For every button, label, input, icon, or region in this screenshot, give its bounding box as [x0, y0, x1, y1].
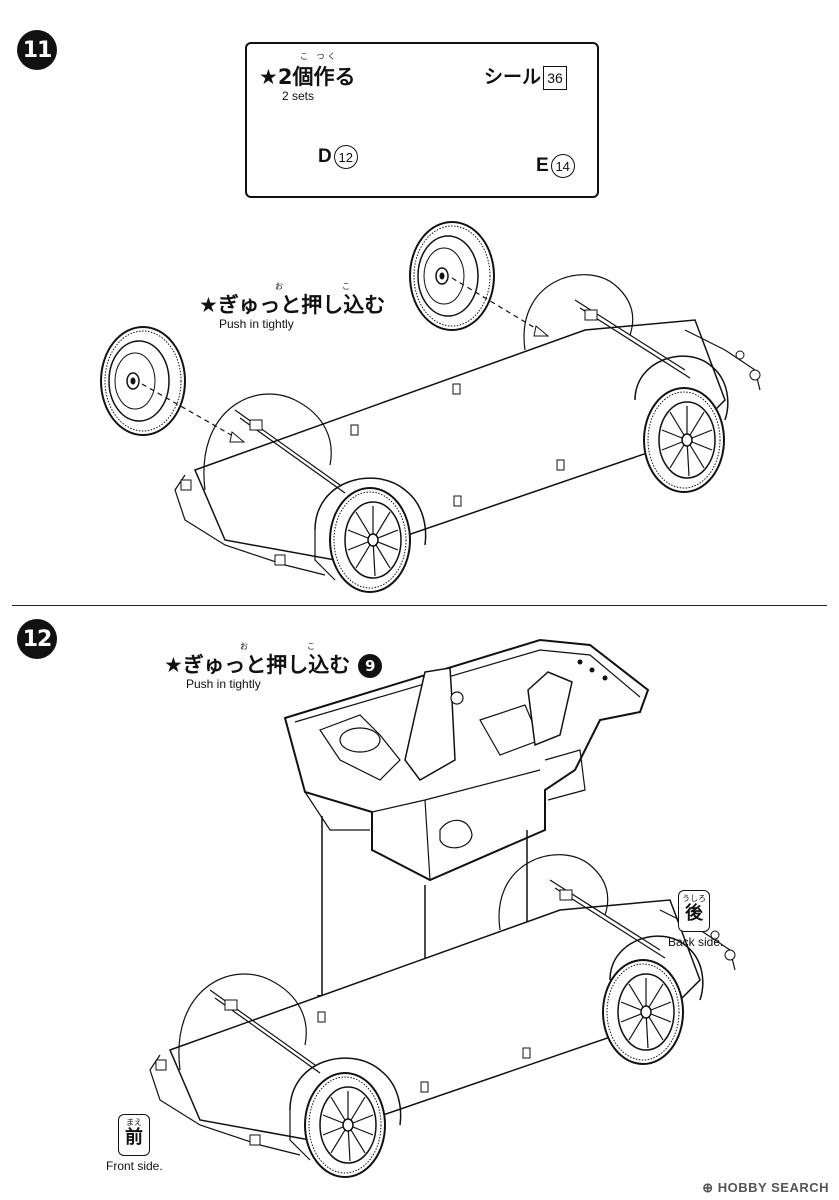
step-11-badge: 11 [17, 30, 57, 70]
step12-instruction-en: Push in tightly [186, 677, 261, 691]
inset-subtitle: 2 sets [282, 89, 315, 103]
back-kanji: 後 [685, 903, 703, 924]
step12-ruby-ko: こ [307, 642, 315, 651]
front-side-marker: まえ 前 [118, 1114, 150, 1156]
reference-step-badge: 9 [358, 654, 383, 678]
watermark-text: HOBBY SEARCH [717, 1180, 829, 1195]
step11-instruction-en: Push in tightly [219, 317, 294, 331]
step12-ruby-o: お [240, 642, 248, 651]
step-divider [12, 605, 827, 606]
step12-instruction: ★ぎゅっと押し込む 9 [164, 649, 383, 679]
part-e-letter: E [536, 155, 549, 177]
part-d-number: 12 [333, 145, 358, 169]
watermark-icon: ⊕ [702, 1180, 718, 1195]
step-11-number: 11 [22, 37, 53, 63]
sticker-number: 36 [543, 65, 568, 90]
watermark: ⊕ HOBBY SEARCH [702, 1180, 829, 1196]
front-ruby: まえ [126, 1118, 142, 1127]
step11-ruby-ko: こ [342, 282, 350, 291]
inset-title-ruby: こ つく [300, 52, 339, 61]
back-ruby: うしろ [682, 894, 706, 903]
inset-title: ★2個作る [259, 65, 356, 89]
sticker-text: シール [484, 67, 542, 88]
front-side-label: Front side. [106, 1159, 163, 1173]
front-kanji: 前 [125, 1127, 143, 1148]
step-12-number: 12 [22, 626, 53, 652]
part-e-number: 14 [550, 154, 575, 178]
step11-ruby-o: お [275, 282, 283, 291]
back-side-label: Back side. [668, 935, 724, 949]
inset-box-wheel-assembly [245, 42, 599, 198]
step12-instruction-text: ★ぎゅっと押し込む [164, 653, 351, 677]
back-side-marker: うしろ 後 [678, 890, 710, 932]
step11-instruction: ★ぎゅっと押し込む [199, 293, 386, 317]
step-12-badge: 12 [17, 619, 57, 659]
part-d-letter: D [318, 146, 332, 168]
